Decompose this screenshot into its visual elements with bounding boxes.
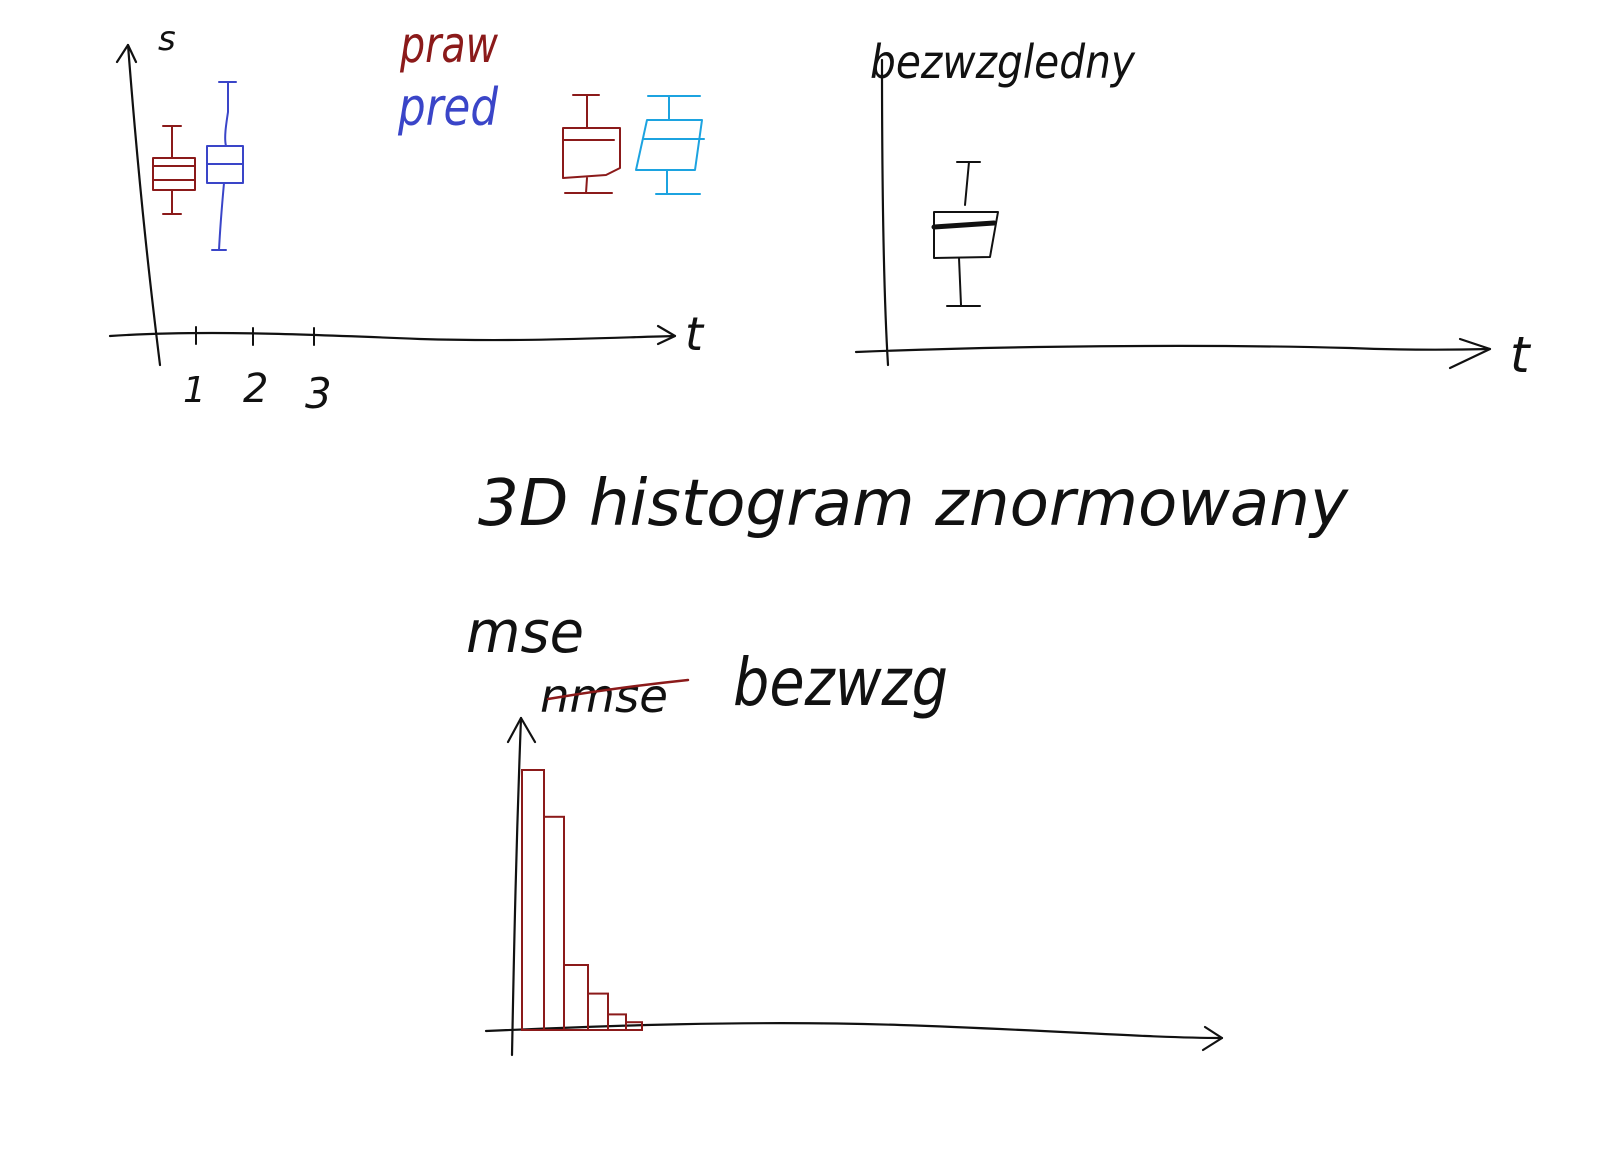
histogram-bar-2: [543, 815, 565, 1031]
heading-3d-histogram: 3D histogram znormowany: [478, 467, 1349, 541]
bottom-x-arrow: [1201, 1025, 1224, 1052]
tl-y-label: s: [158, 19, 176, 59]
bottom-y-arrow: [506, 716, 537, 744]
tl-boxplot-pred-large: [635, 95, 705, 195]
histogram-bar-4: [587, 992, 609, 1031]
histogram-bar-3: [563, 964, 589, 1031]
panel-bottom: mse nmse bezwzg: [466, 598, 1224, 1057]
bottom-x-axis: [484, 1022, 1224, 1040]
tl-tick-label-1: 1: [183, 370, 206, 411]
panel-top-left: s t 1 2 3 praw pred: [108, 16, 705, 418]
tr-y-axis: [880, 58, 890, 367]
tl-x-axis: [108, 331, 677, 342]
tl-x-arrow: [656, 324, 677, 346]
tr-x-axis: [854, 344, 1492, 354]
bottom-strike: [546, 678, 690, 701]
tl-x-label: t: [685, 307, 705, 361]
histogram-bar-1: [521, 769, 545, 1031]
tl-y-axis: [126, 43, 162, 367]
tl-tick-label-3: 3: [305, 369, 332, 418]
bottom-label-mse: mse: [466, 598, 584, 666]
bottom-histogram-bars: [521, 769, 643, 1032]
tr-x-arrow: [1448, 337, 1492, 370]
panel-top-right: t bezwzgledny: [854, 35, 1532, 384]
histogram-bar-5: [607, 1013, 627, 1032]
tl-legend-praw: praw: [399, 16, 498, 74]
bottom-y-axis: [510, 716, 523, 1057]
tl-legend-pred: pred: [397, 78, 499, 138]
tr-x-label: t: [1510, 326, 1532, 384]
tl-y-arrow: [115, 43, 138, 64]
tr-y-label: bezwzgledny: [870, 35, 1136, 89]
tr-boxplot: [931, 161, 999, 307]
tl-tick-label-2: 2: [243, 366, 268, 412]
tl-boxplot-pred-small: [206, 81, 244, 251]
tl-boxplot-praw-large: [562, 94, 621, 194]
bottom-label-bezwzg: bezwzg: [733, 644, 948, 721]
histogram-bar-6: [625, 1021, 643, 1032]
tl-boxplot-praw-small: [152, 125, 196, 215]
